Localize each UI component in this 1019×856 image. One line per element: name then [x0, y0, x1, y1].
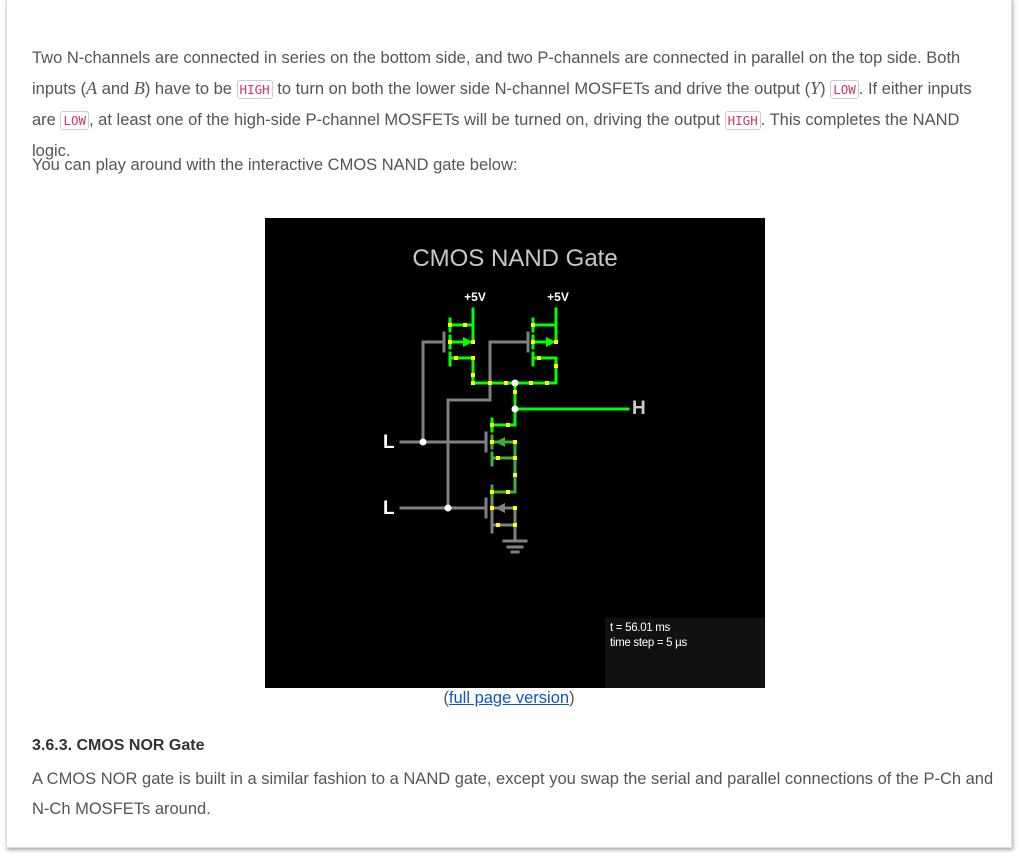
- intro-paragraph: Two N-channels are connected in series o…: [32, 43, 997, 166]
- content-card: Two N-channels are connected in series o…: [6, 0, 1012, 848]
- var-b: B: [133, 78, 145, 98]
- text: Two N-channels are connected in series o…: [32, 49, 961, 98]
- section-body: A CMOS NOR gate is built in a similar fa…: [32, 770, 994, 818]
- supply-label: +5V: [464, 290, 486, 304]
- sim-time-step: time step = 5 µs: [610, 637, 687, 649]
- current-dots: [448, 323, 558, 527]
- code-low: LOW: [830, 80, 859, 99]
- code-high: HIGH: [724, 111, 761, 130]
- text: to turn on both the lower side N-channel…: [272, 80, 811, 98]
- circuit-simulator[interactable]: CMOS NAND Gate +5V +5V L L H: [265, 218, 765, 688]
- full-page-version-link[interactable]: full page version: [448, 689, 570, 707]
- ground-icon: [502, 506, 528, 554]
- var-a: A: [86, 78, 98, 98]
- code-high: HIGH: [236, 80, 273, 99]
- code-low: LOW: [60, 111, 90, 130]
- text: . This completes the NAND logic.: [32, 111, 960, 160]
- text: and: [97, 80, 134, 98]
- var-y: Y: [810, 78, 821, 98]
- sim-time: t = 56.01 ms: [610, 622, 671, 634]
- paren: (: [443, 689, 449, 707]
- supply-label: +5V: [547, 290, 569, 304]
- sim-title: CMOS NAND Gate: [412, 245, 618, 272]
- text: ): [820, 80, 831, 98]
- circuit-diagram[interactable]: +5V +5V L L H: [265, 218, 765, 688]
- text: . If either inputs are: [32, 80, 972, 129]
- output-indicator: H: [632, 398, 646, 419]
- sim-time-panel: t = 56.01 ms time step = 5 µs: [605, 618, 765, 688]
- text: ) have to be: [144, 80, 237, 98]
- caption: (full page version): [7, 689, 1011, 708]
- section-heading: 3.6.3. CMOS NOR Gate: [32, 737, 205, 754]
- play-text: You can play around with the interactive…: [32, 156, 518, 174]
- paren: ): [569, 689, 575, 707]
- input-a-toggle[interactable]: L: [383, 432, 395, 453]
- input-b-toggle[interactable]: L: [383, 498, 395, 519]
- text: , at least one of the high-side P-channe…: [89, 111, 725, 129]
- pmos-a: [448, 307, 630, 433]
- junction-dots: [419, 379, 519, 512]
